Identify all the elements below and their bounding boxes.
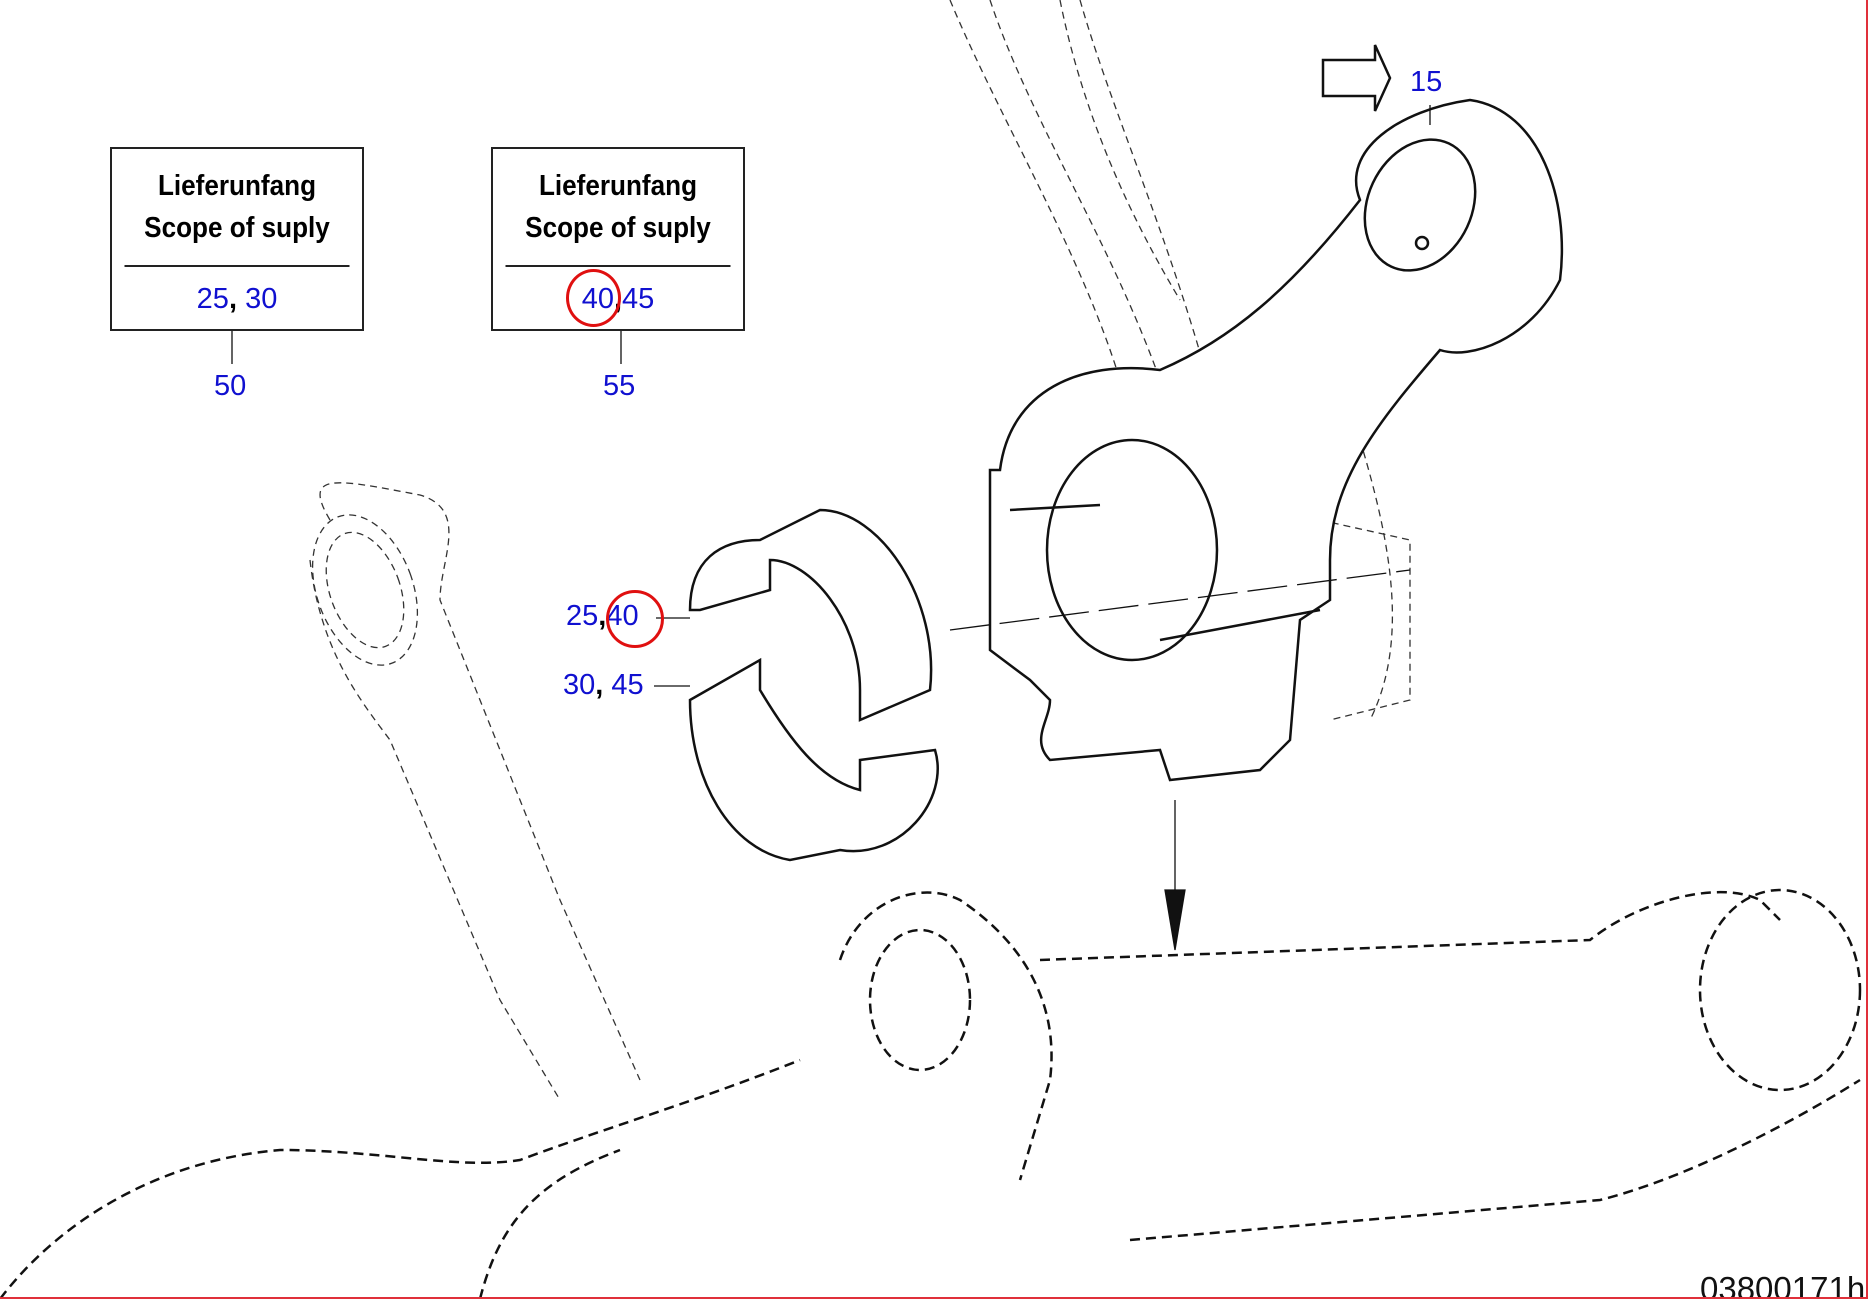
connecting-rod [988, 98, 1564, 782]
item-link-30[interactable]: 30 [245, 282, 278, 315]
separator: , [598, 600, 607, 632]
callout-45[interactable]: 45 [611, 669, 644, 701]
callout-upper-shell: 25,40 [566, 600, 639, 633]
scope-title-en: Scope of suply [525, 212, 711, 244]
view-direction-arrow [1321, 44, 1392, 112]
scope-title-de: Lieferunfang [157, 170, 317, 202]
callout-30[interactable]: 30 [563, 669, 596, 701]
scope-title-de: Lieferunfang [538, 170, 698, 202]
callout-40[interactable]: 40 [606, 600, 639, 632]
separator: , [613, 282, 623, 315]
callout-55[interactable]: 55 [603, 370, 636, 402]
leader-lines [231, 44, 1431, 951]
callout-50[interactable]: 50 [214, 370, 247, 402]
item-link-25[interactable]: 25 [196, 282, 229, 315]
separator: , [228, 282, 237, 315]
crankshaft-dashed [0, 888, 1862, 1297]
item-link-45[interactable]: 45 [622, 282, 655, 315]
callout-lower-shell: 30, 45 [563, 669, 644, 702]
separator: , [595, 669, 604, 701]
callout-15[interactable]: 15 [1410, 66, 1443, 98]
item-link-40[interactable]: 40 [581, 282, 614, 315]
document-id: 03800171h [1700, 1270, 1866, 1299]
callout-25[interactable]: 25 [566, 600, 599, 632]
scope-title-en: Scope of suply [144, 212, 330, 244]
background-parts-dashed [309, 0, 1411, 1101]
bearing-shells [688, 508, 939, 862]
